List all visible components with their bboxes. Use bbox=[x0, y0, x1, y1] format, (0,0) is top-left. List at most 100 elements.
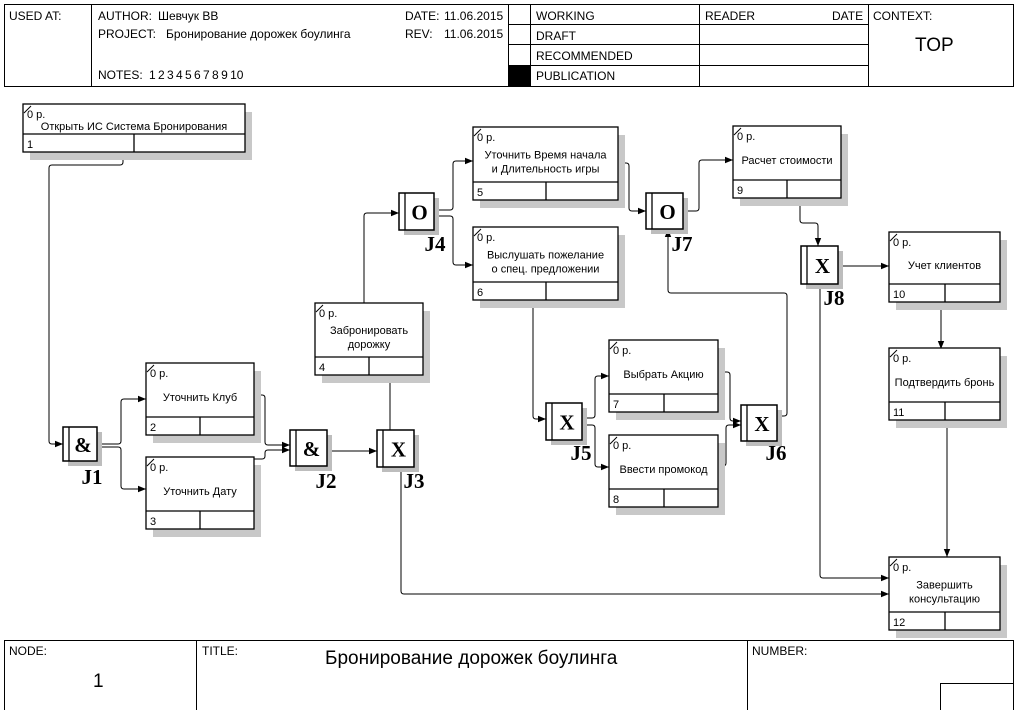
junction-j5[interactable]: X J5 bbox=[545, 402, 592, 465]
junction-label: J1 bbox=[82, 465, 103, 489]
link-j5-8 bbox=[582, 424, 609, 471]
link-2-j2 bbox=[254, 394, 290, 449]
junction-j7[interactable]: OJ7 bbox=[645, 192, 693, 256]
link-6-j5 bbox=[532, 300, 546, 423]
box-label: Учет клиентов bbox=[908, 260, 981, 272]
box-label: Завершить bbox=[916, 580, 973, 592]
uow-box-3[interactable]: 0 р. 3 Уточнить Дату bbox=[145, 456, 261, 537]
uow-box-12[interactable]: 0 р. 12 Завершить консультацию bbox=[888, 556, 1007, 638]
link-7-j6 bbox=[718, 371, 741, 425]
box-number: 4 bbox=[319, 362, 325, 374]
junction-j2[interactable]: & J2 bbox=[289, 429, 337, 493]
box-label: Уточнить Время начала bbox=[484, 150, 607, 162]
box-cost: 0 р. bbox=[893, 237, 911, 249]
box-label: Ввести промокод bbox=[619, 464, 708, 476]
box-cost: 0 р. bbox=[477, 132, 495, 144]
box-cost: 0 р. bbox=[613, 440, 631, 452]
box-cost: 0 р. bbox=[893, 353, 911, 365]
publication-marker bbox=[509, 66, 530, 86]
box-cost: 0 р. bbox=[893, 562, 911, 574]
junction-j1[interactable]: & J1 bbox=[62, 426, 103, 489]
box-label: Уточнить Дату bbox=[163, 486, 237, 498]
junction-label: J5 bbox=[571, 441, 592, 465]
junction-symbol: O bbox=[411, 201, 427, 225]
junction-j8[interactable]: X J8 bbox=[800, 245, 845, 310]
diagram-title: Бронирование дорожек боулинга bbox=[325, 648, 618, 669]
context-value: TOP bbox=[915, 35, 954, 56]
box-label: дорожку bbox=[348, 339, 391, 351]
box-number: 8 bbox=[613, 494, 619, 506]
junction-label: J7 bbox=[672, 232, 693, 256]
box-label: о спец. предложении bbox=[492, 264, 600, 276]
uow-box-8[interactable]: 0 р. 8 Ввести промокод bbox=[608, 434, 725, 515]
box-cost: 0 р. bbox=[319, 308, 337, 320]
junction-label: J6 bbox=[766, 441, 787, 465]
link-j5-7 bbox=[582, 372, 609, 419]
junction-j4[interactable]: O J4 bbox=[398, 192, 447, 256]
box-number: 6 bbox=[477, 287, 483, 299]
box-label: Забронировать bbox=[330, 325, 408, 337]
box-number: 7 bbox=[613, 399, 619, 411]
junction-symbol: & bbox=[303, 437, 321, 461]
notes-value: 1 2 3 4 5 6 7 8 9 10 bbox=[149, 68, 244, 82]
link-j1-3 bbox=[97, 446, 146, 493]
footer-frame: NODE: 1 TITLE: Бронирование дорожек боул… bbox=[4, 640, 1014, 710]
link-9-j8 bbox=[799, 198, 822, 246]
box-number: 12 bbox=[893, 617, 905, 629]
box-cost: 0 р. bbox=[150, 462, 168, 474]
box-cost: 0 р. bbox=[613, 345, 631, 357]
reader-date-label: DATE bbox=[832, 9, 864, 23]
date-label: DATE: bbox=[405, 9, 440, 23]
notes-label: NOTES: bbox=[98, 68, 143, 82]
box-number: 9 bbox=[737, 185, 743, 197]
uow-box-7[interactable]: 0 р. 7 Выбрать Акцию bbox=[608, 339, 725, 420]
box-label: Выбрать Акцию bbox=[623, 369, 703, 381]
link-j6-j7 bbox=[664, 229, 788, 417]
number-label: NUMBER: bbox=[752, 644, 808, 658]
context-label: CONTEXT: bbox=[873, 9, 933, 23]
header-frame: USED AT: AUTHOR: Шевчук ВВ PROJECT: Брон… bbox=[4, 4, 1014, 87]
junction-symbol: X bbox=[559, 411, 574, 435]
junction-j6[interactable]: X J6 bbox=[740, 404, 787, 465]
junction-symbol: X bbox=[391, 438, 406, 462]
junction-j3[interactable]: XJ3 bbox=[376, 429, 425, 493]
link-4-j4 bbox=[363, 209, 399, 303]
box-number: 3 bbox=[150, 516, 156, 528]
box-number: 1 bbox=[27, 139, 33, 151]
date-value: 11.06.2015 bbox=[444, 9, 504, 23]
link-j3-12 bbox=[400, 467, 889, 598]
junction-symbol: & bbox=[74, 433, 92, 457]
link-j4-6 bbox=[434, 215, 473, 269]
uow-box-4[interactable]: 0 р. 4 Забронировать дорожку bbox=[314, 302, 430, 383]
title-label: TITLE: bbox=[202, 644, 239, 658]
status-working: WORKING bbox=[536, 9, 595, 23]
status-recommended: RECOMMENDED bbox=[536, 49, 633, 63]
link-j4-5 bbox=[434, 157, 473, 211]
junction-symbol: X bbox=[754, 412, 769, 436]
junction-label: J2 bbox=[316, 469, 337, 493]
link-1-j1 bbox=[48, 152, 124, 448]
junction-label: J4 bbox=[425, 232, 447, 256]
junction-symbol: X bbox=[815, 254, 830, 278]
box-cost: 0 р. bbox=[477, 232, 495, 244]
box-cost: 0 р. bbox=[27, 109, 45, 121]
project-value: Бронирование дорожек боулинга bbox=[166, 27, 351, 41]
box-cost: 0 р. bbox=[150, 368, 168, 380]
box-cost: 0 р. bbox=[737, 131, 755, 143]
status-draft: DRAFT bbox=[536, 29, 576, 43]
used-at-label: USED AT: bbox=[9, 9, 62, 23]
box-label: консультацию bbox=[909, 594, 980, 606]
link-j7-9 bbox=[683, 156, 733, 212]
status-publication: PUBLICATION bbox=[536, 69, 616, 83]
author-value: Шевчук ВВ bbox=[158, 9, 219, 23]
link-j8-12 bbox=[819, 284, 889, 582]
junction-label: J8 bbox=[824, 286, 845, 310]
